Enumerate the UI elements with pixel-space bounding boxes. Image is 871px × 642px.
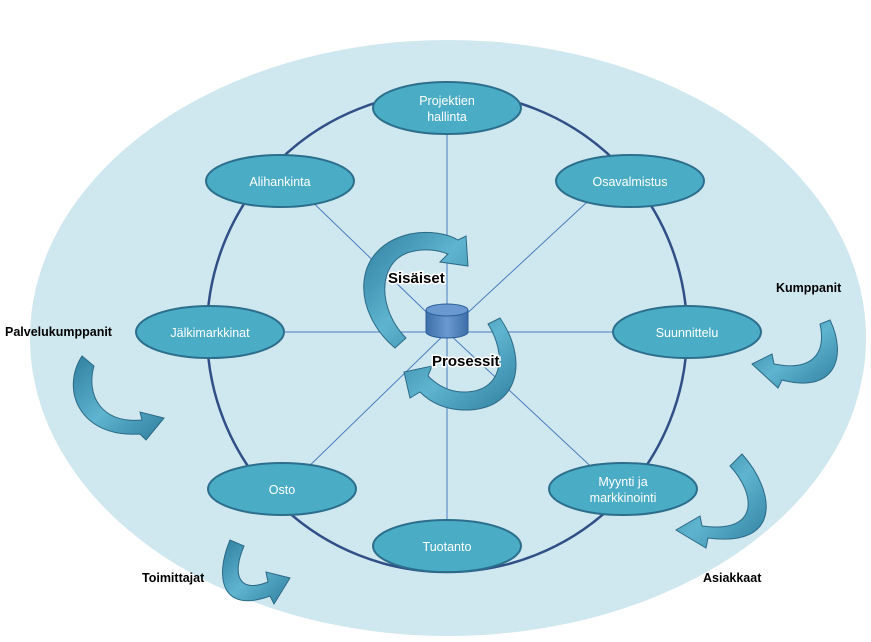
node-label: Suunnittelu (656, 326, 719, 340)
spoke (446, 331, 601, 476)
arrow-toimittajat (222, 539, 291, 606)
label-toimittajat: Toimittajat (142, 571, 205, 585)
node-label: Osavalmistus (592, 175, 667, 189)
node-alihankinta[interactable]: Alihankinta (205, 154, 355, 208)
node-projektien-hallinta[interactable]: Projektien hallinta (372, 81, 522, 135)
node-tuotanto[interactable]: Tuotanto (372, 519, 522, 573)
label-kumppanit: Kumppanit (776, 281, 842, 295)
node-label: Jälkimarkkinat (170, 326, 250, 340)
center-label-prosessit: Prosessit (432, 353, 500, 370)
node-suunnittelu[interactable]: Suunnittelu (612, 305, 762, 359)
cycle-arrow-lower (403, 317, 517, 411)
center-label-sisaiset: Sisäiset (388, 270, 445, 287)
node-label: markkinointi (590, 491, 657, 505)
spoke (446, 189, 601, 333)
node-label: Myynti ja (598, 475, 647, 489)
node-osavalmistus[interactable]: Osavalmistus (555, 154, 705, 208)
spoke (299, 331, 448, 476)
database-icon (425, 303, 469, 339)
node-osto[interactable]: Osto (207, 462, 357, 516)
cycle-arrow-upper (363, 231, 469, 349)
node-myynti-ja-markkinointi[interactable]: Myynti ja markkinointi (548, 462, 698, 516)
node-label: Tuotanto (423, 540, 472, 554)
node-label: Alihankinta (249, 175, 310, 189)
arrow-kumppanit (751, 319, 838, 389)
node-label: Projektien (419, 94, 475, 108)
arrow-asiakkaat (675, 453, 767, 549)
label-palvelukumppanit: Palvelukumppanit (5, 325, 113, 339)
node-label: Osto (269, 483, 295, 497)
node-jalkimarkkinat[interactable]: Jälkimarkkinat (135, 305, 285, 359)
center-cycle-arrows (363, 231, 517, 411)
arrow-palvelukumppanit (72, 355, 165, 441)
node-label: hallinta (427, 110, 467, 124)
label-asiakkaat: Asiakkaat (703, 571, 762, 585)
